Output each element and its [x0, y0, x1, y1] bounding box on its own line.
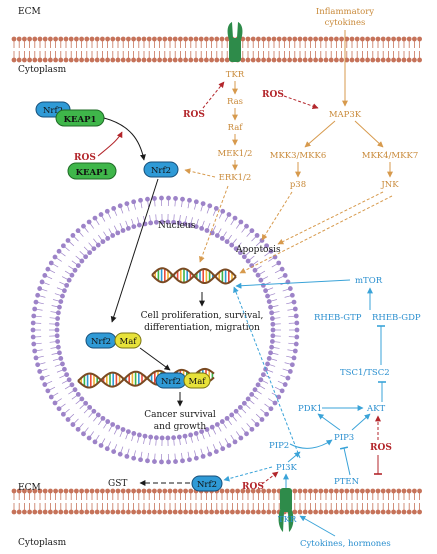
keap1-free-label: KEAP1: [76, 168, 109, 178]
ros-akt-label: ROS: [370, 443, 392, 453]
pi3k-to-pip-arrow: [288, 452, 300, 462]
pip3-to-pdk1-arrow: [318, 414, 340, 430]
cytoplasm-label-top: Cytoplasm: [18, 65, 67, 75]
pip3-label: PIP3: [334, 433, 354, 443]
nrf2-maf-to-dna-arrow: [140, 348, 170, 370]
receptor-bottom: [279, 488, 294, 532]
rheb-gdp-label: RHEB-GDP: [372, 313, 421, 323]
nrf2-free-label: Nrf2: [151, 166, 171, 176]
maf-dna-label: Maf: [189, 377, 207, 387]
ros-keap1-label: ROS: [74, 153, 96, 163]
cytokines-to-tkr-arrow: [300, 516, 335, 536]
receptor-top: [228, 22, 243, 62]
ros-pi3k-label: ROS: [242, 482, 264, 492]
apoptosis-label: Apoptosis: [235, 245, 281, 255]
erk-to-nrf2-arrow: [185, 170, 215, 177]
erk-to-dna-arrow: [200, 186, 228, 262]
tkr-top-label: TKR: [226, 70, 245, 80]
gst-label: GST: [108, 479, 127, 489]
dna-helix-top: [152, 268, 236, 283]
maf-nuclear-label: Maf: [120, 337, 138, 347]
jnk-label: JNK: [380, 180, 399, 190]
keap1-complex-label: KEAP1: [64, 115, 97, 125]
pi3k-label: PI3K: [276, 463, 297, 473]
pip3-to-akt-arrow: [352, 414, 370, 430]
ecm-label-top: ECM: [18, 7, 41, 17]
jnk-to-apoptosis-arrow: [278, 192, 383, 244]
ros-to-tkr-arrow: [203, 82, 224, 108]
cytokines-hormones-label: Cytokines, hormones: [300, 539, 391, 549]
cancer-label-line1: Cancer survival: [144, 410, 216, 420]
plasma-membrane-bottom: [12, 489, 422, 515]
ros-map3k-label: ROS: [262, 90, 284, 100]
mkk47-label: MKK4/MKK7: [362, 151, 419, 161]
ecm-label-bottom: ECM: [18, 483, 41, 493]
pip2-label: PIP2: [269, 441, 289, 451]
pten-inhibits-pip3: [344, 448, 350, 475]
complex-dissociation-arrow: [104, 118, 144, 160]
pdk1-label: PDK1: [298, 404, 322, 414]
rheb-gtp-label: RHEB-GTP: [314, 313, 362, 323]
map3k-to-mkk36-arrow: [305, 121, 335, 147]
inflammatory-label-line2: cytokines: [325, 18, 366, 28]
map3k-label: MAP3K: [329, 110, 362, 120]
nucleus-contents: Cell proliferation, survival, differenti…: [78, 268, 263, 432]
p38-label: p38: [290, 180, 306, 190]
ros-tkr-label: ROS: [183, 110, 205, 120]
ros-to-pi3k-arrow: [262, 472, 278, 484]
pten-label: PTEN: [334, 477, 360, 487]
mtor-to-dna-arrow: [236, 280, 350, 286]
cytoplasm-label-bottom: Cytoplasm: [18, 538, 67, 548]
mtor-label: mTOR: [355, 276, 383, 286]
raf-label: Raf: [228, 123, 244, 133]
nrf2-cytoplasm-label: Nrf2: [197, 480, 217, 490]
inflammatory-label-line1: Inflammatory: [316, 7, 374, 17]
mek-label: MEK1/2: [218, 149, 253, 159]
pi3k-to-nrf2-arrow: [224, 467, 272, 480]
tkr-bottom-label: TKR: [278, 515, 297, 525]
jnk-to-dna-arrow: [240, 196, 392, 273]
cancer-label-line2: and growth: [154, 422, 207, 432]
erk-label: ERK1/2: [219, 173, 252, 183]
map3k-to-mkk47-arrow: [355, 121, 383, 147]
p38-to-apoptosis-arrow: [262, 192, 292, 240]
proliferation-label-line2: differentiation, migration: [144, 323, 260, 333]
akt-label: AKT: [366, 404, 385, 414]
nrf2-dna-label: Nrf2: [161, 377, 181, 387]
ras-label: Ras: [227, 97, 243, 107]
mkk36-label: MKK3/MKK6: [270, 151, 327, 161]
plasma-membrane-top: [12, 37, 422, 63]
ros-to-complex-arrow: [98, 132, 122, 156]
tsc-label: TSC1/TSC2: [340, 368, 390, 378]
nucleus-label: Nucleus: [158, 221, 196, 231]
ros-to-map3k-arrow: [284, 96, 318, 108]
nrf2-nuclear-label: Nrf2: [91, 337, 111, 347]
